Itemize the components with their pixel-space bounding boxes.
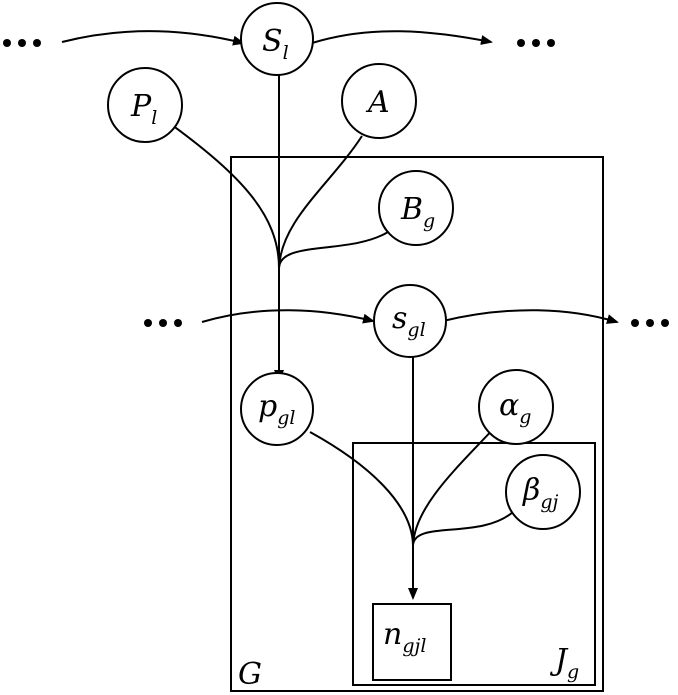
svg-text:sgl: sgl xyxy=(392,301,426,341)
node-S_l: Sl xyxy=(240,2,314,76)
node-n_gjl-base: n xyxy=(383,617,402,652)
plate-g-label: G xyxy=(238,657,262,692)
plate-jg-label: Jg xyxy=(549,643,579,683)
edge-s_gl-to-next xyxy=(442,309,619,324)
plate-jg-label-base: J xyxy=(549,643,569,678)
node-p_gl-base: p xyxy=(258,389,277,424)
node-beta_gj-base: β xyxy=(522,473,540,508)
node-alpha_g-base: α xyxy=(499,388,519,423)
edge-beta_gj-to-n_gjl xyxy=(412,511,514,546)
svg-text:αg: αg xyxy=(499,388,531,428)
ellipsis-dots xyxy=(3,39,669,327)
edges xyxy=(61,30,619,600)
node-beta_gj-sub: gj xyxy=(540,491,558,513)
svg-text:Pl: Pl xyxy=(130,89,157,129)
node-p_gl: pgl xyxy=(240,372,314,446)
edge-S_l-to-next xyxy=(311,30,493,45)
svg-text:ngjl: ngjl xyxy=(383,617,426,657)
node-P_l-base: P xyxy=(130,89,152,124)
node-B_g: Bg xyxy=(378,170,454,246)
edge-p_gl-to-n_gjl xyxy=(309,431,414,546)
edge-alpha_g-to-n_gjl xyxy=(412,424,498,546)
node-A-base: A xyxy=(365,85,390,120)
dots-top-left xyxy=(3,39,41,47)
node-s_gl: sgl xyxy=(373,284,447,358)
node-S_l-sub: l xyxy=(283,42,289,64)
dots-top-right xyxy=(517,39,555,47)
node-alpha_g: αg xyxy=(478,369,554,445)
edge-A-to-p_gl xyxy=(278,135,363,269)
node-alpha_g-sub: g xyxy=(519,406,531,428)
node-B_g-sub: g xyxy=(423,210,435,232)
svg-text:Bg: Bg xyxy=(400,192,435,232)
node-beta_gj: βgj xyxy=(505,454,581,530)
dots-mid-right xyxy=(631,319,669,327)
node-p_gl-sub: gl xyxy=(277,407,295,429)
svg-text:Sl: Sl xyxy=(262,24,289,64)
svg-text:A: A xyxy=(365,85,390,120)
node-n_gjl: ngjl xyxy=(372,603,452,681)
node-n_gjl-sub: gjl xyxy=(402,635,426,657)
node-s_gl-sub: gl xyxy=(407,319,425,341)
node-P_l-sub: l xyxy=(151,107,157,129)
node-A: A xyxy=(341,63,417,139)
edge-prev-to-S_l xyxy=(61,30,245,46)
edge-prev-to-s_gl xyxy=(201,309,375,324)
plate-jg xyxy=(352,442,596,686)
edge-P_l-to-p_gl xyxy=(171,124,280,269)
node-B_g-base: B xyxy=(400,192,423,227)
dots-mid-left xyxy=(144,319,182,327)
plate-g-label-base: G xyxy=(238,657,262,692)
edge-B_g-to-p_gl xyxy=(278,231,389,269)
node-s_gl-base: s xyxy=(392,301,407,336)
node-S_l-base: S xyxy=(262,24,283,59)
node-P_l: Pl xyxy=(107,67,183,143)
svg-text:βgj: βgj xyxy=(522,473,559,513)
svg-text:pgl: pgl xyxy=(258,389,295,429)
plate-jg-label-sub: g xyxy=(567,661,579,683)
plate-g xyxy=(230,156,604,692)
